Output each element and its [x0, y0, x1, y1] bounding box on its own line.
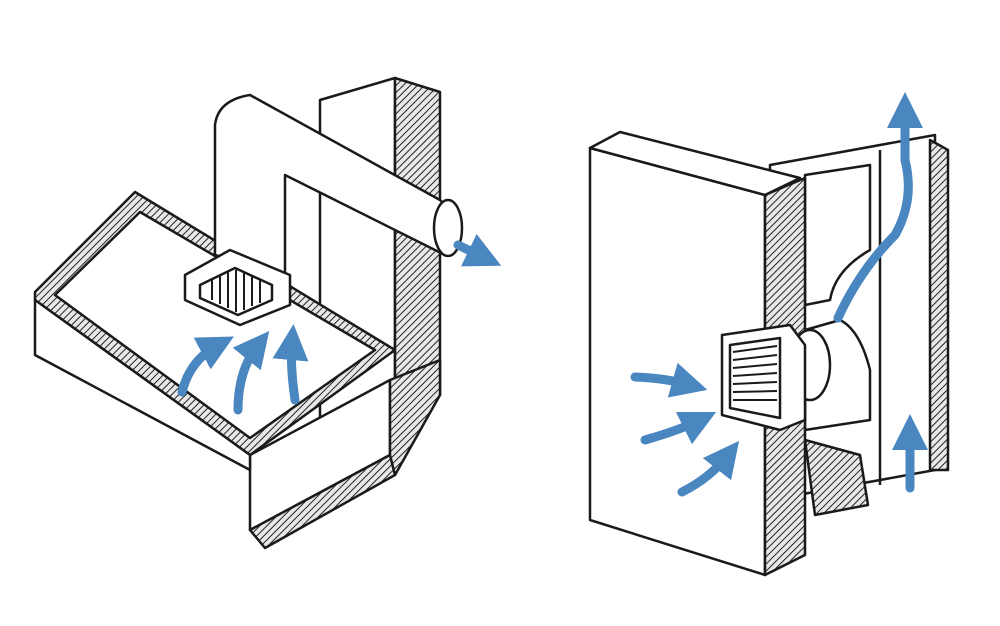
front-wall-top [588, 130, 802, 197]
wall-corner-edge [388, 358, 442, 477]
airflow-arrow-icon [232, 330, 270, 415]
airflow-arrow-icon [833, 92, 923, 323]
airflow-arrow-icon [453, 233, 502, 267]
cavity-ledge [803, 438, 870, 517]
extractor-fan-icon [720, 323, 832, 432]
back-panel-edge [928, 138, 950, 472]
airflow-arrow-icon [272, 324, 309, 405]
airflow-arrow-icon [677, 440, 740, 497]
extractor-fan-icon [183, 248, 292, 327]
airflow-arrow-icon [640, 411, 717, 445]
ceiling-box-front [33, 298, 252, 472]
cavity-baffle-upper [803, 163, 872, 307]
airflow-arrow-icon [177, 336, 234, 397]
airflow-arrow-icon [630, 362, 708, 398]
wall-cavity-illustration [588, 92, 950, 577]
ceiling-duct-illustration [33, 76, 502, 550]
